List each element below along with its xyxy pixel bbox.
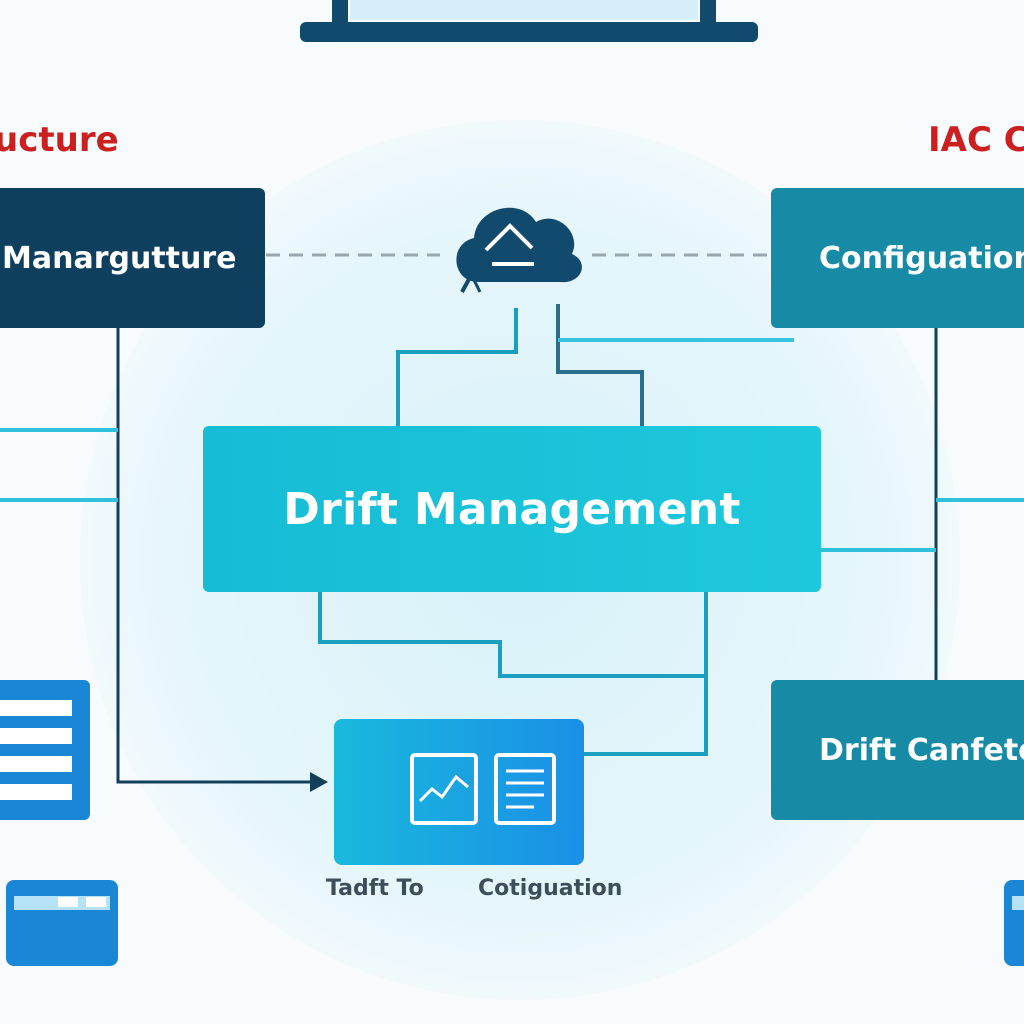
connector-drift-bottom-left [318,592,706,678]
window-icon [6,880,118,966]
infrastructure-management-box[interactable]: Manargutture [0,188,265,328]
dashboard-icons [410,753,556,825]
drift-cancel-box[interactable]: Drift Canfete [771,680,1024,820]
infrastructure-management-label: Manargutture [2,240,237,276]
document-icon [494,753,556,825]
list-panel-icon [0,680,90,820]
connector-cloud-left [396,308,518,426]
heading-iac: IAC C [928,120,1024,160]
heading-infrastructure: ucture [0,120,119,160]
monitor-icon [300,0,758,42]
line-chart-icon [410,753,478,825]
caption-drift-to: Tadft To [326,876,424,901]
configuration-box[interactable]: Configuation [771,188,1024,328]
dashboard-box[interactable] [334,719,584,865]
drift-management-label: Drift Management [283,483,741,535]
cloud-icon [456,207,582,293]
drift-cancel-label: Drift Canfete [819,732,1024,768]
connector-left-to-dashboard [116,328,318,784]
connector-drift-bottom-right [584,592,708,756]
caption-configuration: Cotiguation [478,876,623,901]
arrow-head [310,772,328,792]
window-icon-right [1004,880,1024,966]
drift-management-box[interactable]: Drift Management [203,426,821,592]
configuration-label: Configuation [819,240,1024,276]
